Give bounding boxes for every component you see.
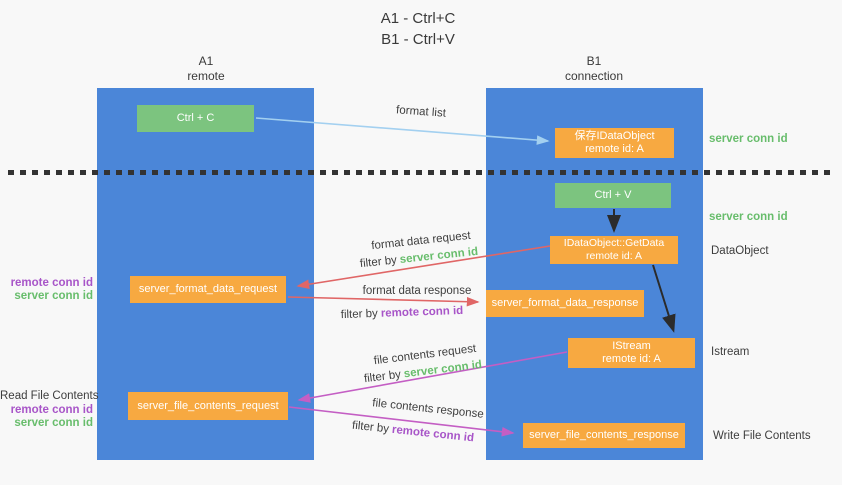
- save-idataobject-line1: 保存IDataObject: [574, 130, 655, 142]
- istream-side-label: Istream: [711, 346, 750, 358]
- filter-remote-conn-id-value: remote conn id: [391, 423, 475, 445]
- filter-by-text: filter by: [351, 419, 390, 436]
- dataobject-label: DataObject: [711, 245, 769, 257]
- server-conn-id-label-top: server conn id: [709, 133, 788, 145]
- lane-header-b1: B1 connection: [534, 54, 654, 84]
- format-data-response-label: format data response: [362, 285, 472, 297]
- server-file-contents-response-node: server_file_contents_response: [523, 423, 685, 448]
- dotted-divider: [8, 170, 836, 175]
- remote-conn-id-label-2: remote conn id: [10, 404, 93, 416]
- title-line-b1: B1 - Ctrl+V: [381, 31, 455, 48]
- write-file-contents-label: Write File Contents: [713, 430, 811, 442]
- save-idataobject-line2: remote id: A: [585, 143, 644, 155]
- ctrl-v-label: Ctrl + V: [594, 189, 632, 201]
- filter-remote-conn-id-value: remote conn id: [380, 304, 464, 320]
- server-format-data-request-node: server_format_data_request: [130, 276, 286, 303]
- format-list-label: format list: [395, 104, 447, 120]
- server-format-data-response-node: server_format_data_response: [486, 290, 644, 317]
- remote-conn-id-label-1: remote conn id: [10, 277, 93, 289]
- lane-header-a1: A1 remote: [146, 54, 266, 84]
- server-conn-id-label-left-1: server conn id: [14, 290, 93, 302]
- getdata-line2: remote id: A: [585, 250, 643, 262]
- lane-a1-subtitle: remote: [187, 69, 225, 83]
- lane-b1-name: B1: [586, 54, 602, 68]
- server-file-contents-request-node: server_file_contents_request: [128, 392, 288, 420]
- ctrl-c-node: Ctrl + C: [137, 105, 254, 132]
- format-data-response-arrow: [287, 296, 480, 307]
- istream-line1: IStream: [612, 340, 651, 352]
- istream-node: IStream remote id: A: [568, 338, 695, 368]
- server-conn-id-label-left-2: server conn id: [14, 417, 93, 429]
- lane-b1-subtitle: connection: [564, 69, 624, 83]
- title-line-a1: A1 - Ctrl+C: [380, 10, 456, 27]
- getdata-line1: IDataObject::GetData: [563, 237, 665, 249]
- filter-by-text: filter by: [340, 307, 379, 322]
- server-format-data-request-label: server_format_data_request: [138, 283, 278, 295]
- save-idataobject-node: 保存IDataObject remote id: A: [555, 128, 674, 158]
- lane-a1-name: A1: [198, 54, 214, 68]
- getdata-node: IDataObject::GetData remote id: A: [550, 236, 678, 264]
- istream-line2: remote id: A: [602, 353, 661, 365]
- server-format-data-response-label: server_format_data_response: [491, 297, 639, 309]
- server-file-contents-response-label: server_file_contents_response: [529, 429, 679, 441]
- diagram-title: A1 - Ctrl+C B1 - Ctrl+V: [330, 8, 506, 50]
- server-conn-id-label-mid: server conn id: [709, 211, 788, 223]
- ctrl-c-label: Ctrl + C: [176, 112, 215, 124]
- server-file-contents-request-label: server_file_contents_request: [137, 399, 279, 412]
- filter-by-text: filter by: [363, 368, 402, 386]
- file-contents-response-label: file contents response: [371, 397, 485, 421]
- filter-by-text: filter by: [359, 254, 398, 271]
- filter-server-conn-id-value: server conn id: [399, 245, 479, 266]
- ctrl-v-node: Ctrl + V: [555, 183, 671, 208]
- read-file-contents-label: Read File Contents: [0, 390, 99, 402]
